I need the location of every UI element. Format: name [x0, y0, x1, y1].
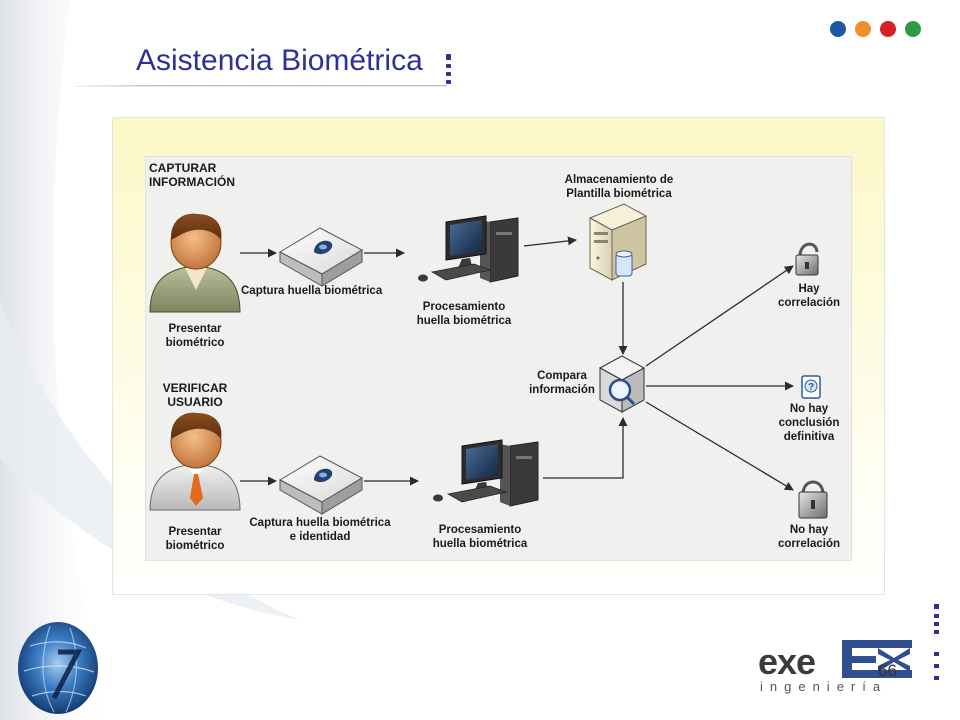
- decor-dot: [830, 21, 846, 37]
- fingerprint-scanner-icon-top: [278, 227, 364, 287]
- arrow-compare-to-match: [645, 265, 794, 367]
- decor-dot: [855, 21, 871, 37]
- compare-magnifier-icon: [598, 355, 646, 413]
- capture-bottom-label: Captura huella biométrica e identidad: [249, 517, 391, 543]
- result-inconclusive-label: No hay conclusión definitiva: [778, 403, 840, 443]
- result-match-label: Hay correlación: [778, 283, 840, 309]
- page-number: 66: [878, 661, 897, 680]
- company-logo: exe ingeniería: [758, 638, 928, 698]
- capture-top-label: Captura huella biométrica: [241, 285, 383, 297]
- decor-dots: [830, 21, 921, 37]
- section-capture-label: CAPTURAR INFORMACIÓN: [149, 161, 235, 189]
- process-bottom-label: Procesamiento huella biométrica: [432, 524, 528, 550]
- process-top-label: Procesamiento huella biométrica: [416, 301, 512, 327]
- computer-icon-bottom: [433, 439, 539, 507]
- decor-dot: [880, 21, 896, 37]
- present-biometric-top-label: Presentar biométrico: [165, 323, 225, 349]
- question-icon: ?: [801, 375, 821, 399]
- compare-label: Compara información: [529, 370, 595, 396]
- decor-dot: [905, 21, 921, 37]
- storage-label: Almacenamiento de Plantilla biométrica: [564, 174, 674, 200]
- padlock-open-icon: [795, 242, 819, 276]
- svg-text:?: ?: [808, 382, 814, 393]
- title-dotted-divider: [446, 54, 451, 84]
- company-logo-brand: exe: [758, 641, 816, 682]
- flow-arrows: [240, 236, 794, 491]
- person-icon-top: [149, 213, 241, 313]
- present-biometric-bottom-label: Presentar biométrico: [165, 526, 225, 552]
- page-title: Asistencia Biométrica: [136, 44, 423, 77]
- arrow-process-to-compare: [543, 417, 628, 479]
- computer-icon-top: [418, 215, 519, 283]
- person-icon-bottom: [149, 412, 241, 511]
- section-verify-label: VERIFICAR USUARIO: [162, 381, 228, 409]
- database-server-icon: [588, 203, 648, 281]
- fingerprint-scanner-icon-bottom: [278, 455, 364, 515]
- arrow-compare-to-no-match: [645, 401, 794, 491]
- padlock-closed-icon: [798, 480, 828, 519]
- corner-dotted-divider: [934, 604, 939, 680]
- globe-logo-icon: [18, 622, 98, 714]
- arrow-process-to-storage: [523, 236, 577, 247]
- company-logo-tagline: ingeniería: [760, 679, 888, 694]
- result-no-match-label: No hay correlación: [778, 524, 840, 550]
- company-logo-mark: [842, 640, 912, 678]
